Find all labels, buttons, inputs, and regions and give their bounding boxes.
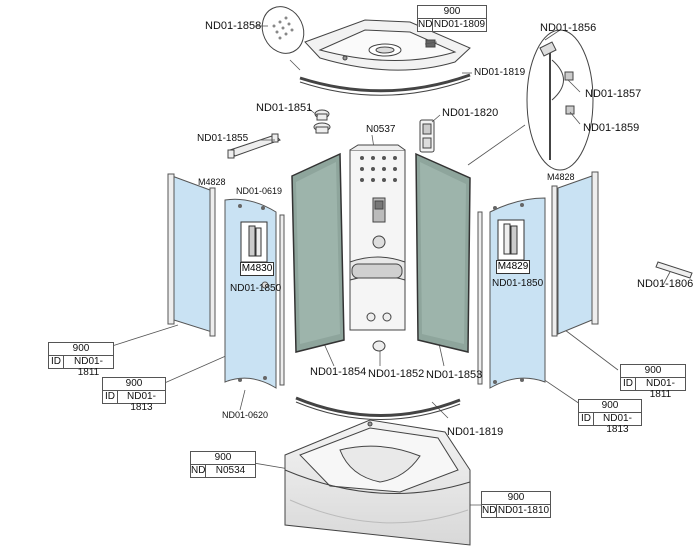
- left-grey-glass: [291, 152, 345, 353]
- label-m4830: M4830: [240, 262, 274, 276]
- label-nd01-1857: ND01-1857: [585, 88, 642, 100]
- label-m4829: M4829: [496, 260, 530, 274]
- label-nd01-1854: ND01-1854: [310, 366, 367, 378]
- label-nd01-1852: ND01-1852: [368, 368, 425, 380]
- shower-tray: [284, 419, 471, 546]
- label-nd01-0620: ND01-0620: [222, 410, 269, 420]
- center-column: [349, 144, 406, 352]
- label-m4828-right: M4828: [547, 172, 575, 182]
- leader-lines: [111, 25, 671, 506]
- label-nd01-1858: ND01-1858: [205, 20, 262, 32]
- label-nd01-1819-top: ND01-1819: [474, 67, 526, 78]
- label-nd01-1819-bottom: ND01-1819: [447, 426, 504, 438]
- label-n0537: N0537: [366, 124, 396, 135]
- left-curved-door: [224, 198, 285, 389]
- label-nd01-1855: ND01-1855: [197, 133, 249, 144]
- label-nd01-1853: ND01-1853: [426, 369, 483, 381]
- label-nd01-1851: ND01-1851: [256, 102, 313, 114]
- label-nd01-1850-left: ND01-1850: [230, 283, 282, 294]
- label-nd01-0619: ND01-0619: [236, 186, 283, 196]
- nozzle-parts: [313, 109, 331, 134]
- label-nd01-1806: ND01-1806: [637, 278, 694, 290]
- label-nd01-1859: ND01-1859: [583, 122, 640, 134]
- towel-rail-right: [655, 261, 693, 279]
- top-rail-curve: [299, 73, 471, 96]
- rain-head-detail: [261, 6, 305, 54]
- label-m4828-left: M4828: [198, 177, 226, 187]
- right-side-glass: [551, 171, 599, 337]
- bottom-rail-curve: [295, 396, 461, 420]
- remote-control: [419, 119, 435, 153]
- label-nd01-1856: ND01-1856: [540, 22, 597, 34]
- label-nd01-1820: ND01-1820: [442, 107, 499, 119]
- label-nd01-1850-right: ND01-1850: [492, 278, 544, 289]
- hand-shower-detail: [526, 29, 594, 171]
- top-ceiling: [304, 19, 471, 71]
- right-grey-glass: [415, 152, 471, 353]
- left-side-glass: [167, 173, 216, 337]
- right-curved-door: [477, 197, 546, 389]
